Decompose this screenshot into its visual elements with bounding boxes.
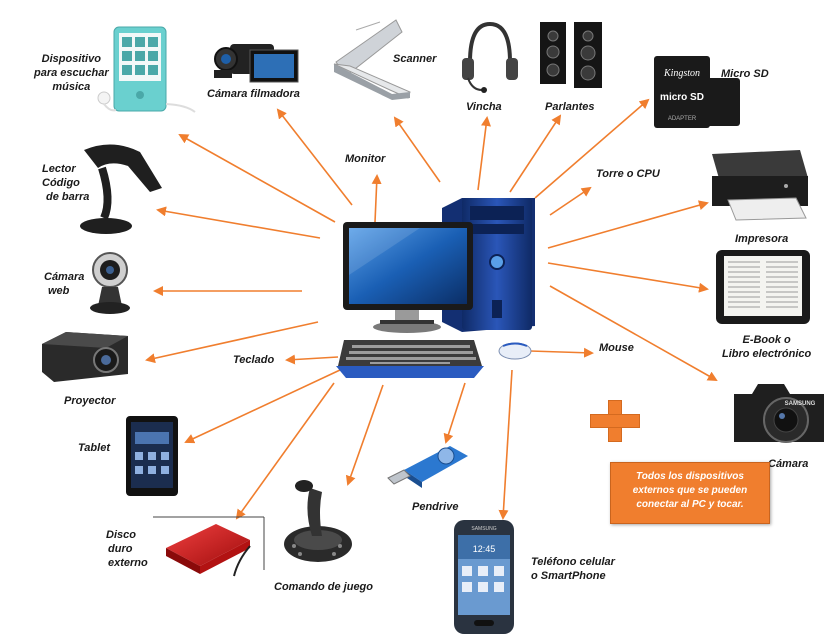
arrow-barcode: [156, 206, 321, 239]
label-barcode-line1: Lector: [42, 163, 76, 175]
label-projector: Proyector: [64, 395, 116, 407]
note-box: Todos los dispositivos externos que se p…: [610, 462, 770, 524]
arrow-speakers: [509, 114, 562, 193]
plus-icon: [590, 400, 640, 442]
label-keyboard: Teclado: [233, 354, 275, 366]
arrow-mp3: [178, 134, 336, 223]
label-cpu: Torre o CPU: [596, 168, 660, 180]
label-gamepad: Comando de juego: [274, 581, 373, 593]
external-hdd-icon: [153, 516, 265, 577]
label-phone: Teléfono celular o SmartPhone: [531, 555, 615, 583]
monitor-icon: [343, 222, 473, 333]
arrows: [145, 98, 718, 520]
label-ebook: E-Book o Libro electrónico: [722, 333, 811, 361]
mp3-player-icon: [97, 26, 196, 113]
camera-icon: SAMSUNG: [734, 384, 824, 443]
pendrive-icon: [387, 446, 468, 488]
label-hdd: Disco duro externo: [106, 528, 148, 570]
label-mp3: Dispositivo para escuchar música: [34, 52, 109, 94]
arrow-hdd: [235, 382, 335, 520]
label-pendrive: Pendrive: [412, 501, 459, 513]
arrow-headset: [477, 116, 491, 191]
arrow-monitor: [371, 174, 382, 223]
label-hdd-line1: Disco: [106, 529, 136, 541]
phone-brand: SAMSUNG: [471, 526, 496, 532]
label-webcam-line2: web: [48, 285, 70, 297]
arrow-camcorder: [276, 108, 353, 206]
microsd-mark: micro SD: [660, 92, 704, 103]
arrow-cpu: [549, 186, 592, 216]
computer-illustration: [336, 198, 535, 378]
printer-icon: [712, 150, 808, 221]
label-microsd: Micro SD: [721, 68, 769, 80]
camera-brand: SAMSUNG: [785, 401, 816, 407]
label-hdd-line2: duro: [108, 543, 133, 555]
label-webcam: Cámara web: [44, 270, 84, 298]
camcorder-icon: [214, 44, 299, 83]
label-barcode-line2: Código: [42, 177, 80, 189]
label-headset: Vincha: [466, 101, 502, 113]
label-camera: Cámara: [768, 458, 809, 470]
arrow-mouse: [529, 347, 594, 358]
label-tablet: Tablet: [78, 442, 110, 454]
keyboard-icon: [336, 340, 484, 378]
note-line1: Todos los dispositivos: [636, 471, 744, 482]
arrow-camera: [549, 285, 718, 381]
webcam-icon: [90, 252, 130, 314]
label-mp3-line1: Dispositivo: [41, 53, 101, 65]
arrow-phone: [498, 369, 513, 520]
label-mouse: Mouse: [599, 342, 634, 354]
label-speakers: Parlantes: [545, 101, 595, 113]
gamepad-icon: [284, 480, 352, 562]
tablet-icon: [126, 416, 178, 496]
microsd-brand: Kingston: [663, 68, 700, 79]
microsd-icon: Kingston micro SD ADAPTER: [654, 56, 740, 128]
headset-icon: [462, 21, 518, 93]
arrow-projector: [145, 321, 319, 364]
arrow-keyboard: [285, 354, 339, 365]
label-camcorder: Cámara filmadora: [207, 88, 300, 100]
speakers-icon: [540, 22, 602, 88]
label-monitor: Monitor: [345, 153, 386, 165]
label-mp3-line3: música: [52, 81, 91, 93]
label-barcode-line3: de barra: [46, 191, 90, 203]
label-phone-line2: o SmartPhone: [531, 570, 606, 582]
label-barcode: Lector Código de barra: [42, 162, 89, 204]
label-webcam-line1: Cámara: [44, 271, 85, 283]
phone-icon: 12:45 SAMSUNG: [454, 520, 514, 634]
arrow-scanner: [393, 116, 441, 183]
arrow-pendrive: [443, 382, 466, 444]
arrow-tablet: [184, 369, 341, 444]
label-phone-line1: Teléfono celular: [531, 556, 615, 568]
arrow-gamepad: [345, 384, 384, 486]
phone-time: 12:45: [473, 544, 496, 554]
mouse-icon: [498, 342, 532, 360]
arrow-ebook: [547, 262, 709, 293]
note-line3: conectar al PC y tocar.: [636, 499, 744, 510]
label-printer: Impresora: [735, 233, 789, 245]
arrow-printer: [547, 200, 709, 249]
barcode-reader-icon: [80, 144, 162, 234]
scanner-icon: [333, 19, 411, 100]
microsd-adapter-text: ADAPTER: [668, 116, 697, 122]
label-mp3-line2: para escuchar: [34, 67, 109, 79]
projector-icon: [42, 332, 128, 382]
label-ebook-line1: E-Book o: [742, 334, 791, 346]
label-scanner: Scanner: [393, 53, 437, 65]
ebook-icon: [716, 250, 810, 324]
label-ebook-line2: Libro electrónico: [722, 348, 812, 360]
note-line2: externos que se pueden: [632, 485, 748, 496]
label-hdd-line3: externo: [108, 557, 148, 569]
arrow-microsd: [534, 98, 650, 199]
